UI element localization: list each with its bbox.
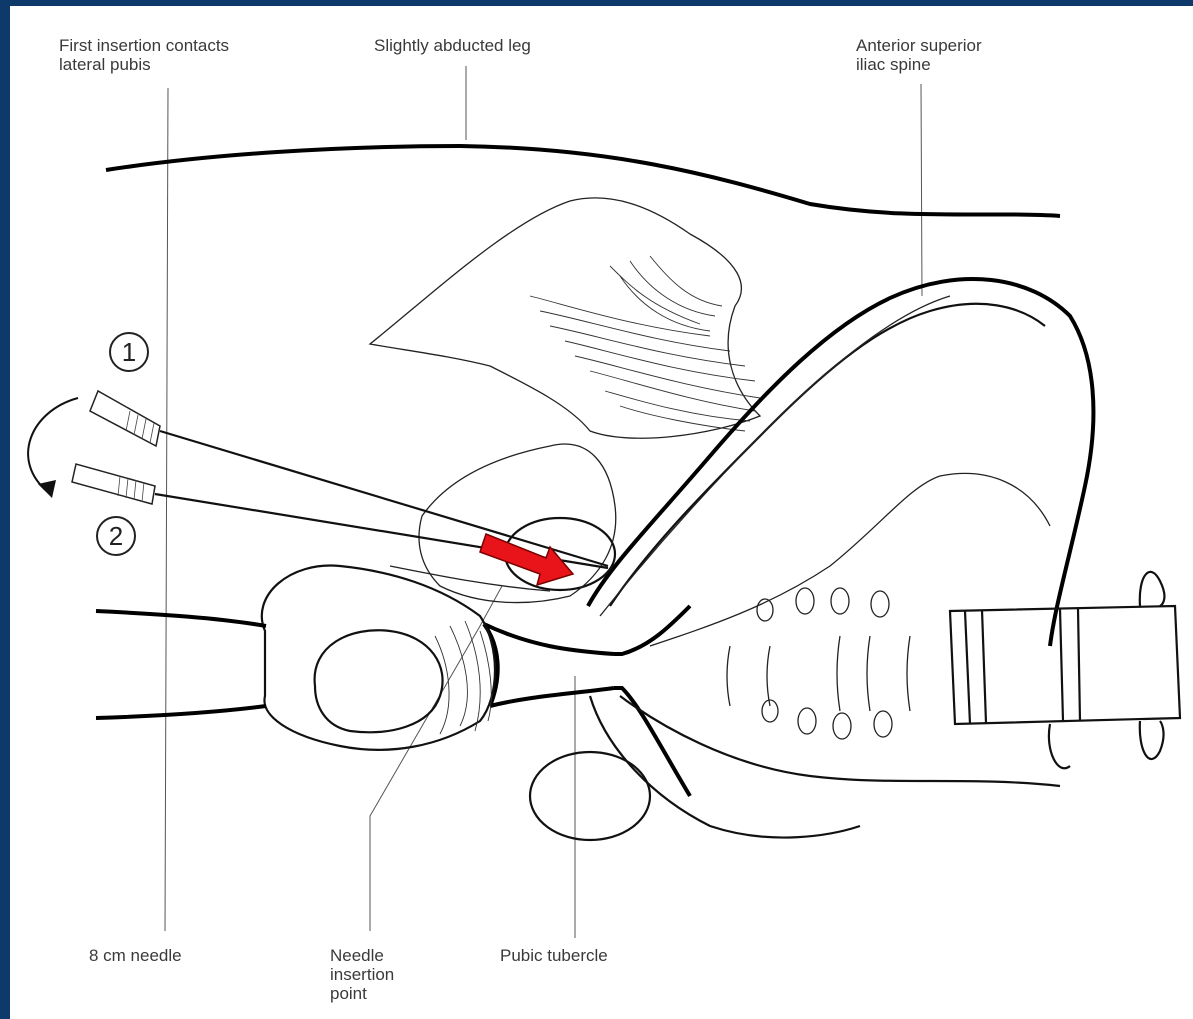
thigh-lower-line (96, 706, 266, 718)
leader-first-insertion (165, 88, 168, 931)
ischial-ramus (590, 696, 860, 838)
rotation-arrow-icon (28, 398, 78, 498)
scrotum-outline (262, 566, 495, 750)
pubic-ramus-lower (614, 688, 690, 796)
label-insertion-point: Needle insertion point (330, 946, 394, 1003)
needle-1 (90, 391, 608, 566)
muscle-fibers (530, 256, 760, 431)
label-asis: Anterior superior iliac spine (856, 36, 982, 74)
anatomy-illustration (10, 6, 1193, 1019)
penis-outline (315, 630, 443, 732)
femoral-vessel-line (390, 566, 550, 591)
adductor-muscle (370, 198, 760, 438)
pelvis-outline (588, 279, 1093, 646)
diagram-canvas: 1 2 First insertion contacts lateral pub… (10, 6, 1193, 1019)
label-abducted-leg: Slightly abducted leg (374, 36, 531, 55)
pubic-ramus-upper (614, 606, 690, 654)
iliac-wing-edge (650, 473, 1050, 646)
pubic-symphysis (484, 624, 614, 706)
label-8cm-needle: 8 cm needle (89, 946, 182, 965)
step-2-marker: 2 (96, 516, 136, 556)
label-first-insertion: First insertion contacts lateral pubis (59, 36, 229, 74)
sacral-foramina (727, 588, 910, 739)
obturator-foramen-lower (530, 752, 650, 840)
label-pubic-tubercle: Pubic tubercle (500, 946, 608, 965)
leader-asis (921, 84, 922, 296)
pelvis-inner-rim (610, 304, 1045, 606)
step-1-marker: 1 (109, 332, 149, 372)
lumbar-vertebra (950, 572, 1180, 768)
thigh-upper-line (96, 611, 266, 626)
inguinal-ligament (600, 296, 950, 616)
leg-outline (106, 146, 1060, 216)
